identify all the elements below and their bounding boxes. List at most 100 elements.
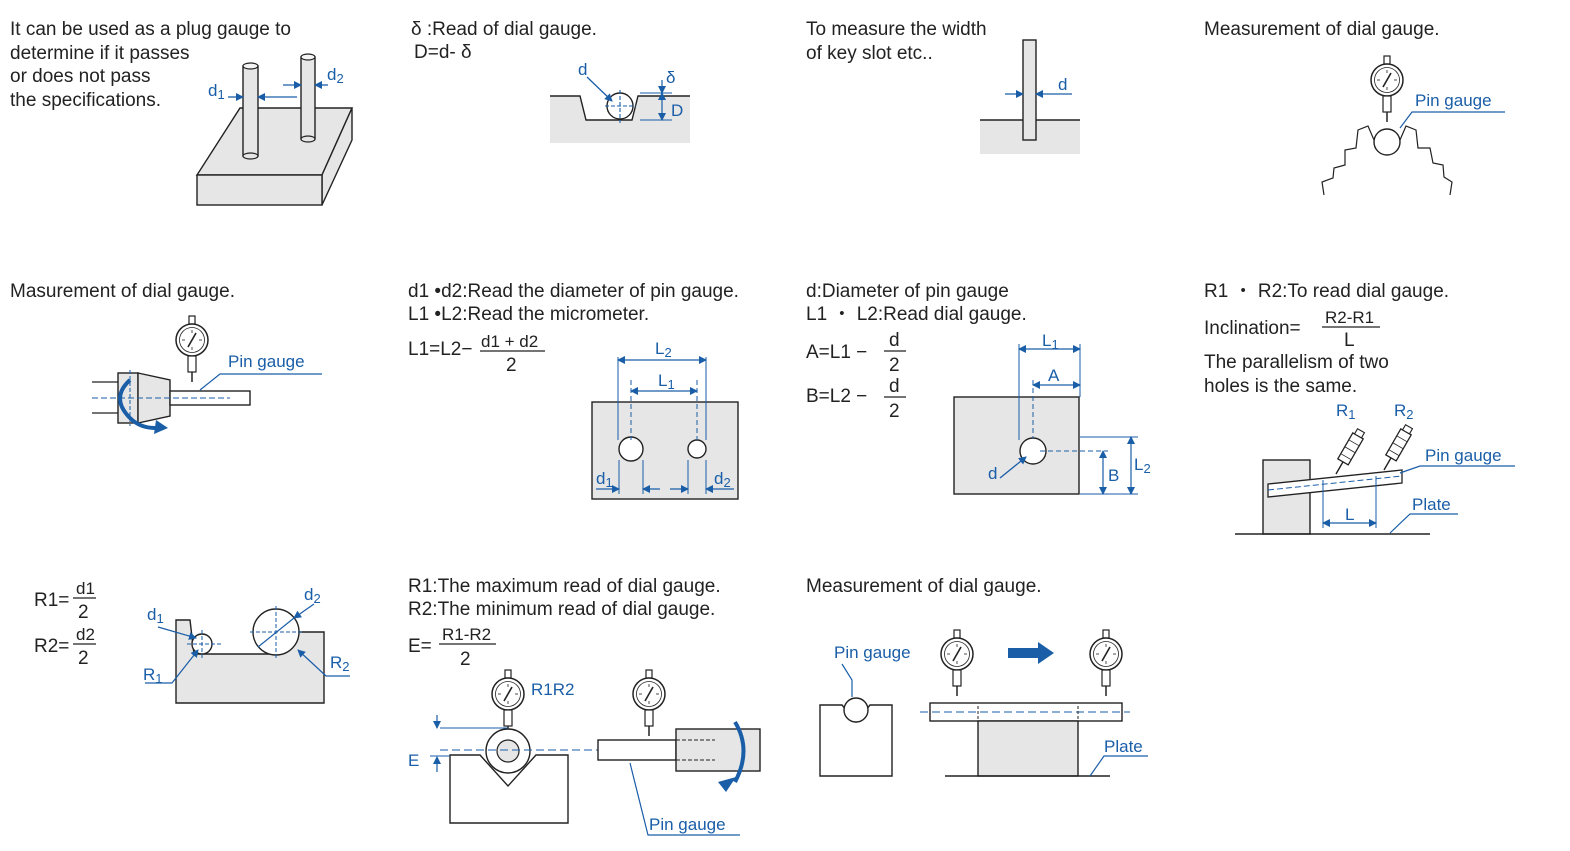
svg-text:d2: d2 xyxy=(327,65,344,86)
svg-text:d1: d1 xyxy=(208,81,225,102)
d1-sub: 1 xyxy=(217,87,224,102)
svg-text:R2: R2 xyxy=(330,653,350,674)
L-label: L xyxy=(1345,505,1354,524)
pin-gauge-label: Pin gauge xyxy=(1415,91,1492,110)
L2-sub: 2 xyxy=(1143,461,1150,476)
formula-a: A=L1 − xyxy=(806,342,867,363)
formula-den: 2 xyxy=(506,355,517,376)
panel10-line2: R2:The minimum read of dial gauge. xyxy=(408,599,716,620)
svg-text:d2: d2 xyxy=(714,469,731,490)
L2-sub: 2 xyxy=(664,345,671,360)
svg-text:L2: L2 xyxy=(655,339,672,360)
panel11-diagram: Pin gauge Plate xyxy=(819,629,1148,777)
d-label: d xyxy=(578,60,587,79)
L1-sub: 1 xyxy=(1051,337,1058,352)
formula-a-den: 2 xyxy=(889,355,900,376)
d1-label: d xyxy=(208,81,217,100)
d2-label: d xyxy=(714,469,723,488)
delta-label: δ xyxy=(666,68,675,87)
panel4-diagram: Pin gauge xyxy=(1321,55,1505,196)
panel1-description: It can be used as a plug gauge to determ… xyxy=(10,19,291,111)
svg-text:L1: L1 xyxy=(658,371,675,392)
svg-text:L2: L2 xyxy=(1134,455,1151,476)
pin-gauge-label: Pin gauge xyxy=(834,643,911,662)
pin-gauge-label: Pin gauge xyxy=(228,352,305,371)
D-label: D xyxy=(671,101,683,120)
panel6-line1: d1 •d2:Read the diameter of pin gauge. xyxy=(408,281,739,302)
R2-sub: 2 xyxy=(342,659,349,674)
e-den: 2 xyxy=(460,649,471,670)
svg-text:d2: d2 xyxy=(304,585,321,606)
panel3-description: To measure the width of key slot etc.. xyxy=(806,19,987,64)
panel4-description: Measurement of dial gauge. xyxy=(1204,19,1440,40)
panel8-line1: R1 ・ R2:To read dial gauge. xyxy=(1204,281,1450,302)
panel6-line2: L1 •L2:Read the micrometer. xyxy=(408,304,650,325)
R2-label: R xyxy=(1394,401,1406,420)
svg-text:d1: d1 xyxy=(596,469,613,490)
B-label: B xyxy=(1108,466,1119,485)
panel2-line2: D=d- δ xyxy=(414,42,472,63)
R1-sub: 1 xyxy=(155,671,162,686)
r2-den: 2 xyxy=(78,648,89,669)
r1-formula: R1= xyxy=(34,590,69,611)
panel1-diagram: d1 d2 xyxy=(195,53,354,206)
E-label: E xyxy=(408,751,419,770)
A-label: A xyxy=(1048,366,1060,385)
formula-b-den: 2 xyxy=(889,401,900,422)
svg-text:L1: L1 xyxy=(1042,331,1059,352)
panel5-diagram: Pin gauge xyxy=(92,315,322,434)
panel9-diagram: R1= d1 2 R2= d2 2 d1 d2 R1 R2 xyxy=(34,579,350,704)
panel10-line1: R1:The maximum read of dial gauge. xyxy=(408,576,721,597)
r2-num: d2 xyxy=(76,625,95,644)
formula-b: B=L2 − xyxy=(806,386,867,407)
inclination-label: Inclination= xyxy=(1204,318,1301,339)
formula-num: d1 + d2 xyxy=(481,332,538,351)
r2-formula: R2= xyxy=(34,636,69,657)
panel7-diagram: A=L1 − d 2 B=L2 − d 2 L1 A B L2 d xyxy=(806,330,1151,495)
d1-label: d xyxy=(596,469,605,488)
panel8-line3: The parallelism of two holes is the same… xyxy=(1204,352,1389,397)
r1-num: d1 xyxy=(76,579,95,598)
R1-label: R xyxy=(1336,401,1348,420)
d2-label: d xyxy=(304,585,313,604)
L2-label: L xyxy=(1134,455,1143,474)
L1-label: L xyxy=(1042,331,1051,350)
panel8-diagram: Inclination= R2-R1 L R1 R2 xyxy=(1204,308,1515,535)
formula-b-num: d xyxy=(889,376,900,397)
panel11-description: Measurement of dial gauge. xyxy=(806,576,1042,597)
inclination-den: L xyxy=(1344,330,1355,351)
inclination-num: R2-R1 xyxy=(1325,308,1374,327)
d-label: d xyxy=(1058,75,1067,94)
r1r2-label: R1R2 xyxy=(531,680,574,699)
e-formula: E= xyxy=(408,636,432,657)
pin-gauge-label: Pin gauge xyxy=(649,815,726,834)
d2-sub: 2 xyxy=(723,475,730,490)
d2-sub: 2 xyxy=(336,71,343,86)
panel5-description: Masurement of dial gauge. xyxy=(10,281,235,302)
d1-sub: 1 xyxy=(156,611,163,626)
panel7-line2: L1 ・ L2:Read dial gauge. xyxy=(806,304,1027,325)
panel7-line1: d:Diameter of pin gauge xyxy=(806,281,1009,302)
svg-text:d1: d1 xyxy=(147,605,164,626)
d2-sub: 2 xyxy=(313,591,320,606)
R2-sub: 2 xyxy=(1406,407,1413,422)
d1-sub: 1 xyxy=(605,475,612,490)
panel3-diagram: d xyxy=(980,39,1080,154)
L1-sub: 1 xyxy=(667,377,674,392)
r1-den: 2 xyxy=(78,602,89,623)
R1-sub: 1 xyxy=(1348,407,1355,422)
d-label: d xyxy=(988,464,997,483)
plate-label: Plate xyxy=(1104,737,1143,756)
R2-label: R xyxy=(330,653,342,672)
formula-a-num: d xyxy=(889,330,900,351)
panel10-diagram: E= R1-R2 2 R1R2 E Pin gauge xyxy=(408,625,761,836)
svg-text:R1: R1 xyxy=(1336,401,1356,422)
pin-gauge-label: Pin gauge xyxy=(1425,446,1502,465)
panel6-diagram: L1=L2− d1 + d2 2 L2 L1 d1 d2 xyxy=(408,332,739,500)
panel2-diagram: d δ D xyxy=(550,60,690,143)
L1-label: L xyxy=(658,371,667,390)
panel2-line1: δ :Read of dial gauge. xyxy=(411,19,597,40)
svg-text:R1: R1 xyxy=(143,665,163,686)
R1-label: R xyxy=(143,665,155,684)
